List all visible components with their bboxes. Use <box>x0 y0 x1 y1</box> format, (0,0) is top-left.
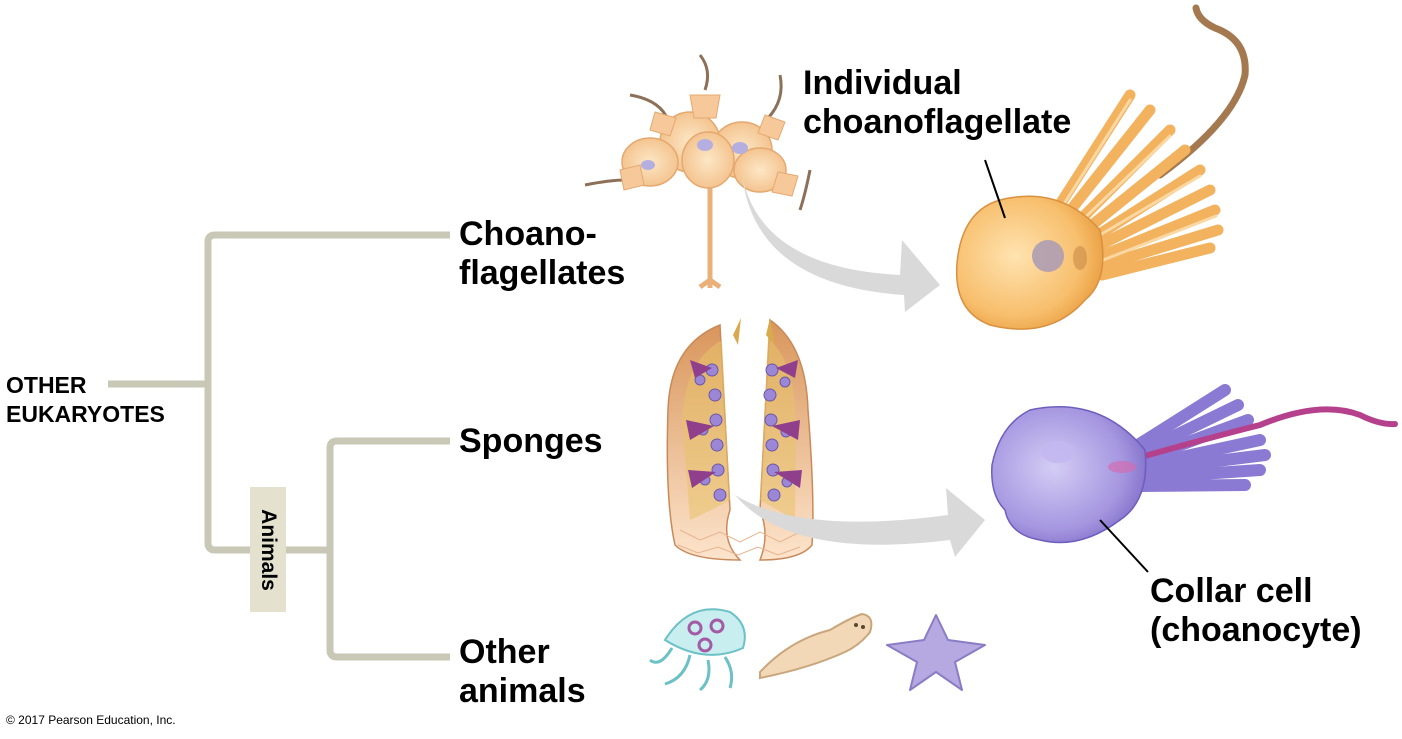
other-animals-label: Other animals <box>459 633 586 712</box>
zoom-arrow-collar-cell-icon <box>735 488 985 557</box>
collar-cell-label: Collar cell (choanocyte) <box>1150 572 1362 651</box>
copyright-notice: © 2017 Pearson Education, Inc. <box>6 713 176 727</box>
other-eukaryotes-line1: OTHER <box>6 372 87 398</box>
collar-cell-line2: (choanocyte) <box>1150 611 1362 650</box>
animals-clade-label: Animals <box>250 487 286 612</box>
choanoflagellates-line2: flagellates <box>459 254 626 293</box>
other-eukaryotes-label: OTHER EUKARYOTES <box>6 371 165 430</box>
other-eukaryotes-line2: EUKARYOTES <box>6 401 165 428</box>
other-animals-line2: animals <box>459 672 586 711</box>
individual-line1: Individual <box>803 64 962 102</box>
sponge-cross-section-icon <box>666 318 814 561</box>
phylogenetic-tree <box>108 231 450 661</box>
tree-branch-choanoflagellates <box>204 231 450 554</box>
jellyfish-icon <box>649 608 746 692</box>
choanoflagellates-label: Choano- flagellates <box>459 215 625 294</box>
sea-star-icon <box>886 614 986 691</box>
choanoflagellates-line1: Choano- <box>459 215 597 253</box>
leader-line-collar-cell <box>1099 519 1149 573</box>
other-animals-line1: Other <box>459 633 550 671</box>
choanoflagellate-cell-icon <box>955 4 1249 330</box>
choanoflagellate-colony-icon <box>584 54 812 290</box>
animals-label-text: Animals <box>257 508 281 591</box>
collar-cell-line1: Collar cell <box>1150 572 1313 610</box>
zoom-arrow-choanoflagellate-icon <box>742 175 940 312</box>
sponges-label: Sponges <box>459 422 603 460</box>
individual-line2: choanoflagellate <box>803 103 1072 142</box>
flatworm-icon <box>759 612 873 680</box>
collar-cell-icon <box>991 384 1398 544</box>
leader-line-individual <box>984 159 1006 219</box>
individual-choanoflagellate-label: Individual choanoflagellate <box>803 64 1071 143</box>
tree-branch-animals <box>326 437 450 661</box>
